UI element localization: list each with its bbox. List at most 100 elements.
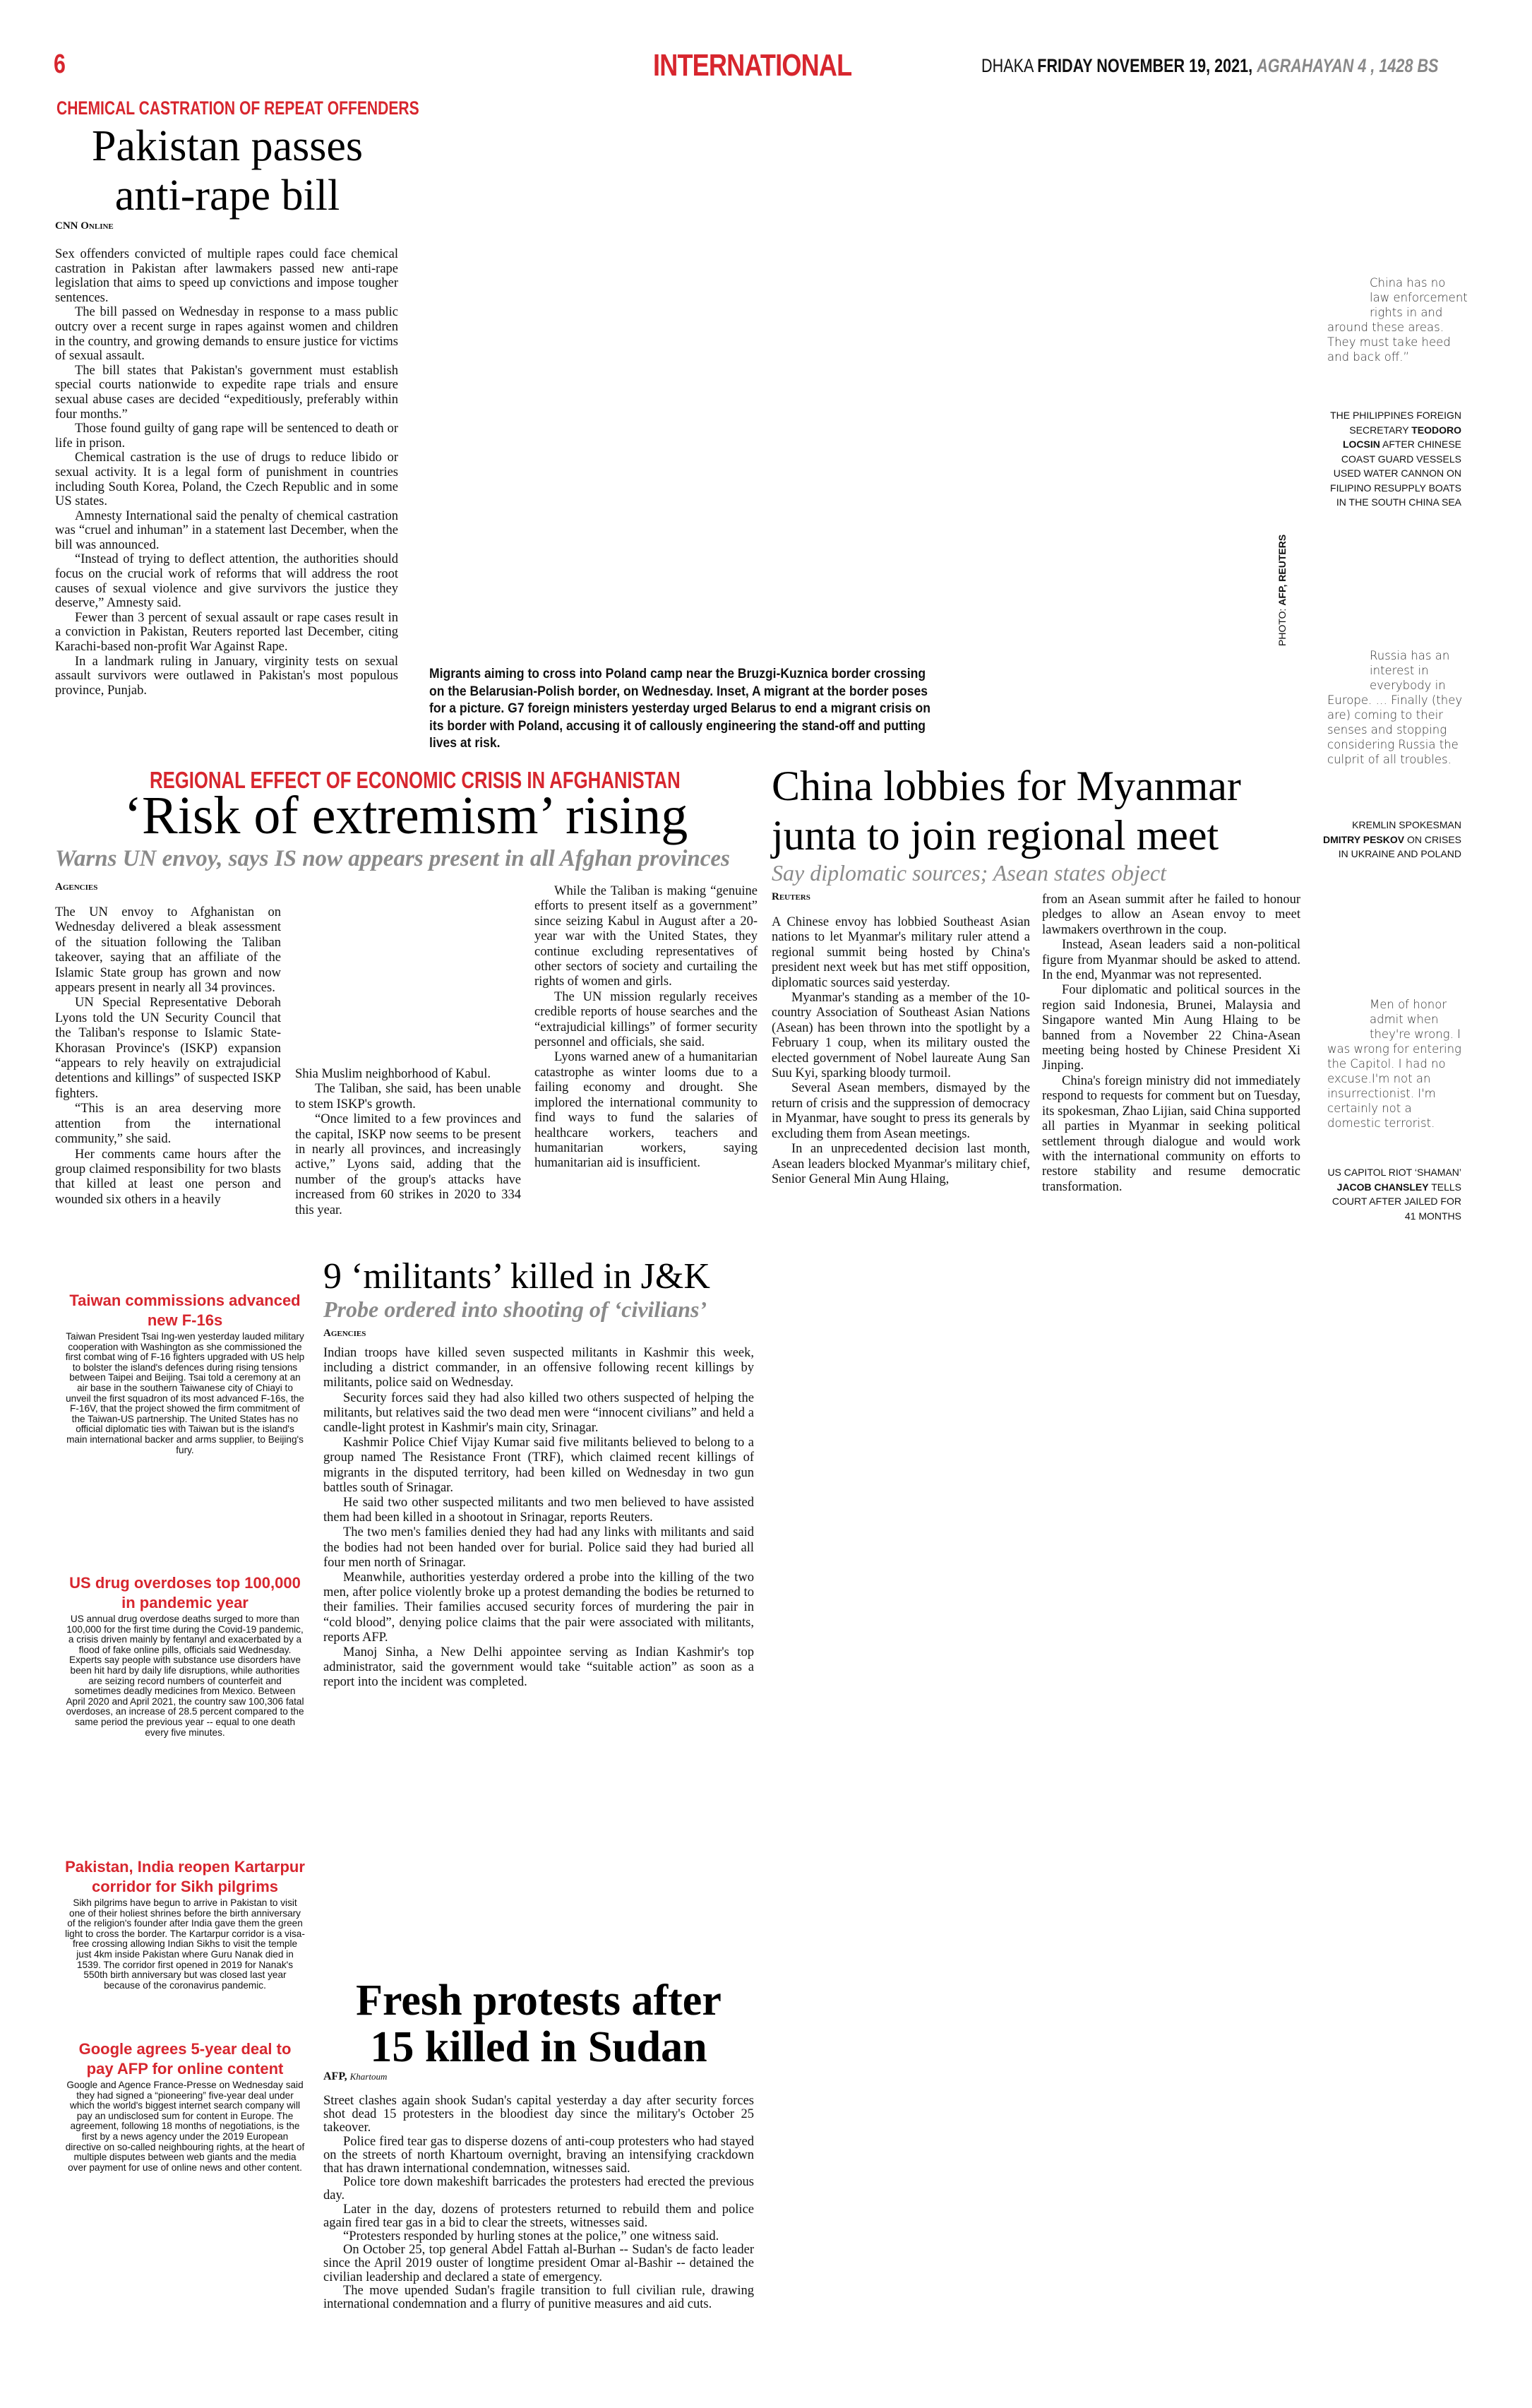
brief-title: Google agrees 5-year deal to pay AFP for… [78, 2040, 292, 2078]
date-main: FRIDAY NOVEMBER 19, 2021, [1037, 55, 1253, 76]
paragraph: The bill states that Pakistan's governme… [55, 363, 398, 422]
paragraph: Amnesty International said the penalty o… [55, 508, 398, 552]
page-number: 6 [54, 49, 66, 79]
paragraph: Indian troops have killed seven suspecte… [323, 1346, 754, 1390]
attr-post: after Chinese coast guard vessels used w… [1330, 439, 1461, 508]
sudan-headline: Fresh protests after 15 killed in Sudan [323, 1977, 754, 2070]
attr-pre: The Philippines foreign secretary [1330, 410, 1461, 436]
paragraph: Lyons warned anew of a humanitarian cata… [534, 1050, 758, 1171]
afghan-kicker: REGIONAL EFFECT OF ECONOMIC CRISIS IN AF… [150, 767, 681, 793]
paragraph: The Taliban, she said, has been unable t… [295, 1082, 521, 1111]
pakistan-headline-line: Pakistan passes [91, 122, 364, 170]
paragraph: from an Asean summit after he failed to … [1042, 893, 1300, 937]
paragraph: The UN envoy to Afghanistan on Wednesday… [55, 905, 281, 996]
pakistan-headline: Pakistan passes anti-rape bill [55, 121, 400, 220]
brief-text: Taiwan President Tsai Ing-wen yesterday … [65, 1331, 305, 1455]
pakistan-headline-line: anti-rape bill [114, 172, 340, 220]
paragraph: UN Special Representative Deborah Lyons … [55, 996, 281, 1101]
paragraph: Myanmar's standing as a member of the 10… [772, 991, 1030, 1081]
quote-3-attribution: US Capitol riot ‘Shaman’ Jacob Chansley … [1320, 1165, 1461, 1223]
paragraph: He said two other suspected militants an… [323, 1496, 754, 1525]
quote-text: China has no law enforcement rights in a… [1327, 276, 1468, 364]
brief-title: US drug overdoses top 100,000 in pandemi… [69, 1574, 301, 1611]
paragraph: Police tore down makeshift barricades th… [323, 2175, 754, 2203]
paragraph: “Protesters responded by hurling stones … [343, 2229, 719, 2244]
brief-text: US annual drug overdose deaths surged to… [66, 1614, 304, 1738]
quote-3: Men of honor admit when they're wrong. I… [1327, 997, 1468, 1131]
quote-text: Men of honor admit when they're wrong. I… [1327, 998, 1461, 1130]
paragraph: Meanwhile, authorities yesterday ordered… [323, 1570, 754, 1645]
brief-text: Sikh pilgrims have begun to arrive in Pa… [65, 1897, 305, 1991]
brief-us-drug: US drug overdoses top 100,000 in pandemi… [65, 1573, 305, 1738]
paragraph: Instead, Asean leaders said a non-politi… [1042, 938, 1300, 983]
china-byline: Reuters [772, 891, 810, 902]
china-headline-line: junta to join regional meet [772, 812, 1219, 859]
paragraph: The bill passed on Wednesday in response… [55, 305, 398, 364]
brief-google-afp: Google agrees 5-year deal to pay AFP for… [65, 2039, 305, 2173]
pakistan-byline: CNN Online [55, 220, 114, 232]
paragraph: Manoj Sinha, a New Delhi appointee servi… [323, 1645, 754, 1690]
paragraph: Later in the day, dozens of protesters r… [323, 2202, 754, 2230]
section-title: INTERNATIONAL [653, 48, 852, 83]
attr-name: Jacob Chansley [1336, 1181, 1429, 1193]
paragraph: Chemical castration is the use of drugs … [55, 451, 398, 509]
paragraph: Several Asean members, dismayed by the r… [772, 1081, 1030, 1141]
photo-credit: PHOTO: AFP, REUTERS [1276, 535, 1288, 646]
afghan-col-3: While the Taliban is making “genuine eff… [534, 884, 758, 1172]
paragraph: Those found guilty of gang rape will be … [55, 422, 398, 451]
pakistan-body: Sex offenders convicted of multiple rape… [55, 247, 398, 698]
paragraph: Sex offenders convicted of multiple rape… [55, 247, 398, 305]
brief-title: Taiwan commissions advanced new F-16s [69, 1292, 301, 1329]
afghan-col-2: Shia Muslim neighborhood of Kabul.The Ta… [295, 1067, 521, 1218]
paragraph: Street clashes again shook Sudan's capit… [323, 2094, 754, 2135]
pakistan-kicker: CHEMICAL CASTRATION OF REPEAT OFFENDERS [56, 97, 419, 119]
brief-title: Pakistan, India reopen Kartarpur corrido… [65, 1858, 305, 1895]
sudan-body: Street clashes again shook Sudan's capit… [323, 2094, 754, 2311]
photo-caption: Migrants aiming to cross into Poland cam… [429, 666, 931, 751]
attr-name: Dmitry Peskov [1322, 833, 1405, 845]
china-headline: China lobbies for Myanmar junta to join … [772, 761, 1308, 860]
paragraph: On October 25, top general Abdel Fattah … [323, 2243, 754, 2284]
paragraph: Four diplomatic and political sources in… [1042, 983, 1300, 1073]
sudan-headline-line: 15 killed in Sudan [370, 2023, 707, 2071]
quote-1: China has no law enforcement rights in a… [1327, 275, 1468, 364]
sudan-byline: AFP, Khartoum [323, 2070, 387, 2083]
brief-text: Google and Agence France-Presse on Wedne… [65, 2080, 305, 2173]
paragraph: Fewer than 3 percent of sexual assault o… [55, 610, 398, 655]
paragraph: “This is an area deserving more attentio… [55, 1102, 281, 1147]
afghan-headline: ‘Risk of extremism’ rising [124, 786, 688, 845]
quote-2-attribution: Kremlin spokesman Dmitry Peskov on crise… [1320, 818, 1461, 862]
sudan-byline-place: Khartoum [349, 2071, 388, 2082]
attr-name: Teodoro Locsin [1342, 424, 1461, 451]
afghan-col-1: The UN envoy to Afghanistan on Wednesday… [55, 905, 281, 1208]
paragraph: In a landmark ruling in January, virgini… [55, 654, 398, 698]
date-city: DHAKA [981, 55, 1034, 76]
china-subhead: Say diplomatic sources; Asean states obj… [772, 860, 1167, 886]
attr-pre: US Capitol riot ‘Shaman’ [1327, 1167, 1461, 1178]
quote-2: Russia has an interest in everybody in E… [1327, 648, 1468, 767]
dateline: DHAKA FRIDAY NOVEMBER 19, 2021, AGRAHAYA… [981, 55, 1438, 77]
paragraph: Security forces said they had also kille… [323, 1390, 754, 1436]
paragraph: “Once limited to a few provinces and the… [295, 1112, 521, 1217]
photo-credit-source: AFP, REUTERS [1276, 534, 1288, 606]
paragraph: While the Taliban is making “genuine eff… [534, 884, 758, 989]
photo-area [424, 92, 1271, 657]
paragraph: Her comments came hours after the group … [55, 1147, 281, 1207]
attr-post: tells court after jailed for 41 months [1331, 1181, 1461, 1222]
paragraph: In an unprecedented decision last month,… [772, 1142, 1030, 1186]
paragraph: The move upended Sudan's fragile transit… [323, 2283, 754, 2312]
brief-taiwan: Taiwan commissions advanced new F-16s Ta… [65, 1291, 305, 1455]
paragraph: A Chinese envoy has lobbied Southeast As… [772, 915, 1030, 990]
attr-pre: Kremlin spokesman [1352, 819, 1461, 830]
quote-1-attribution: The Philippines foreign secretary Teodor… [1320, 408, 1461, 510]
afghan-subhead: Warns UN envoy, says IS now appears pres… [55, 846, 730, 871]
photo-credit-label: PHOTO: [1276, 605, 1288, 646]
paragraph: Police fired tear gas to disperse dozens… [323, 2134, 754, 2176]
paragraph: The two men's families denied they had h… [323, 1525, 754, 1570]
china-headline-line: China lobbies for Myanmar [772, 763, 1241, 809]
sudan-byline-agency: AFP, [323, 2070, 347, 2082]
date-bangla: AGRAHAYAN 4 , 1428 BS [1257, 55, 1439, 76]
brief-kartarpur: Pakistan, India reopen Kartarpur corrido… [65, 1857, 305, 1991]
kashmir-byline: Agencies [323, 1328, 366, 1339]
kashmir-headline: 9 ‘militants’ killed in J&K [323, 1256, 710, 1297]
